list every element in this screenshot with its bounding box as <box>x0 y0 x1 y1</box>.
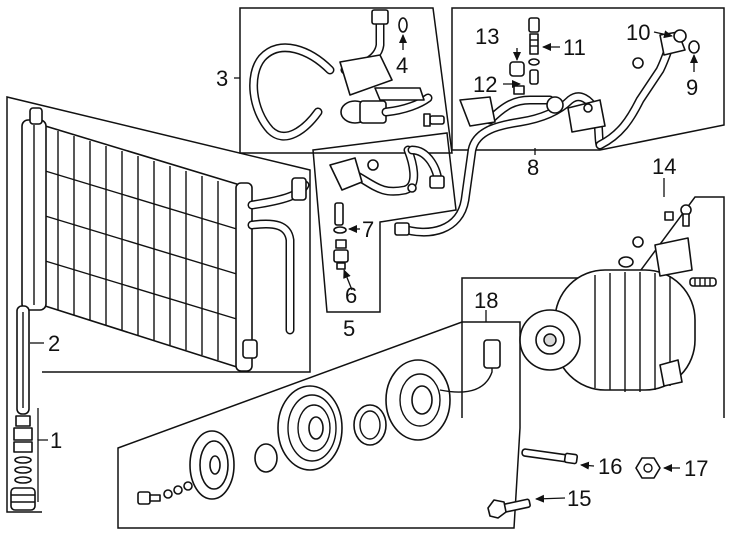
ac-compressor <box>519 204 717 392</box>
callout-7: 7 <box>362 217 374 242</box>
callout-10: 10 <box>626 20 650 45</box>
compressor-group-frame <box>461 196 725 418</box>
o-ring-4 <box>398 17 408 33</box>
callout-6: 6 <box>345 283 357 308</box>
hose-8-group-frame <box>451 7 725 151</box>
callout-18: 18 <box>474 288 498 313</box>
callout-14: 14 <box>652 154 676 179</box>
callout-2: 2 <box>48 331 60 356</box>
condenser-group-frame <box>6 96 311 513</box>
callout-labels: 1 2 3 4 5 6 7 8 9 10 11 12 13 14 15 16 1… <box>48 20 708 511</box>
callout-3: 3 <box>216 66 228 91</box>
bolt-15 <box>487 498 531 519</box>
clutch-group-frame <box>117 321 521 529</box>
callout-1: 1 <box>50 428 62 453</box>
cap-13 <box>509 61 525 77</box>
callout-9: 9 <box>686 75 698 100</box>
valve-cap-10 <box>673 29 687 43</box>
callout-17: 17 <box>684 456 708 481</box>
hose-3-group-frame <box>239 7 453 154</box>
nut-17 <box>635 457 661 479</box>
callout-4: 4 <box>396 53 408 78</box>
stud-16 <box>521 448 579 465</box>
seal-12 <box>513 58 540 95</box>
drier-cap-and-seals <box>10 415 36 511</box>
pressure-sensor-6 <box>333 239 349 270</box>
o-ring-9 <box>688 40 700 54</box>
receiver-drier <box>16 305 30 415</box>
callout-5: 5 <box>343 316 355 341</box>
clutch-assembly <box>137 339 501 505</box>
callout-12: 12 <box>473 72 497 97</box>
condenser <box>21 107 310 372</box>
condenser-fins <box>41 131 241 360</box>
callout-16: 16 <box>598 454 622 479</box>
discharge-hose-assembly <box>249 9 445 141</box>
leader-lines <box>30 30 698 503</box>
suction-hose-assembly <box>394 31 686 237</box>
valve-core-7 <box>333 202 347 234</box>
pipe-5-group-frame <box>312 132 457 313</box>
callout-8: 8 <box>527 155 539 180</box>
callout-11: 11 <box>563 35 586 60</box>
valve-core-11 <box>528 17 540 55</box>
callout-15: 15 <box>567 486 591 511</box>
liquid-line-pipe <box>329 145 445 196</box>
callout-13: 13 <box>475 24 499 49</box>
